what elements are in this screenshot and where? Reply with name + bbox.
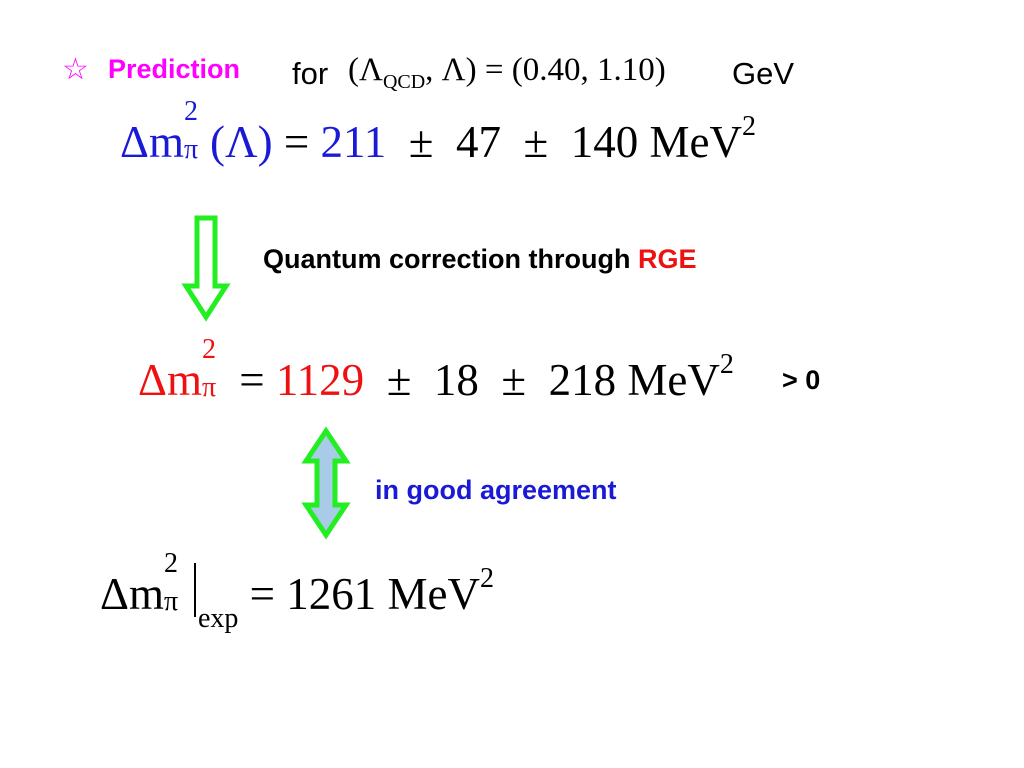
- for-label: for: [292, 56, 329, 91]
- error-1: 47: [456, 117, 501, 167]
- parameter-values: (0.40, 1.10): [511, 52, 666, 88]
- error-1: 18: [433, 355, 479, 405]
- parameter-tuple: (ΛQCD, Λ) = (0.40, 1.10): [348, 52, 666, 93]
- central-value: 211: [320, 117, 387, 167]
- lambda-arg: (Λ): [209, 117, 273, 167]
- prediction-label: Prediction: [108, 54, 241, 84]
- unit-superscript: 2: [480, 563, 495, 594]
- plus-minus-2: ±: [501, 355, 527, 405]
- subscript-pi: π: [183, 134, 199, 165]
- unit-superscript: 2: [741, 111, 756, 142]
- plus-minus-1: ±: [408, 117, 434, 167]
- central-value: 1129: [275, 355, 365, 405]
- superscript: 2: [163, 548, 178, 579]
- evaluation-bar: [193, 563, 196, 617]
- plus-minus-1: ±: [386, 355, 412, 405]
- mev-unit: MeV: [649, 117, 742, 167]
- experimental-value: 1261: [286, 569, 377, 619]
- superscript: 2: [201, 334, 216, 365]
- delta-m: Δm: [100, 569, 164, 619]
- superscript: 2: [183, 96, 198, 127]
- gev-unit: GeV: [732, 56, 795, 91]
- equals-sign: =: [249, 569, 276, 619]
- subscript-pi: π: [163, 586, 179, 617]
- delta-m: Δm: [120, 117, 184, 167]
- error-2: 218: [548, 355, 617, 405]
- subscript-pi: π: [201, 372, 217, 403]
- equals-sign: =: [283, 117, 310, 167]
- mev-unit: MeV: [627, 355, 720, 405]
- positivity-note: > 0: [782, 365, 821, 395]
- quantum-correction-note: Quantum correction through RGE: [263, 244, 697, 275]
- equals-sign: =: [239, 355, 265, 405]
- down-arrow-icon: [181, 215, 231, 322]
- unit-superscript: 2: [719, 349, 734, 380]
- exp-subscript: exp: [197, 603, 239, 634]
- rge-highlight: RGE: [638, 244, 697, 274]
- qcd-subscript: QCD: [382, 71, 426, 93]
- note-text: Quantum correction through: [263, 244, 638, 274]
- agreement-note: in good agreement: [375, 475, 617, 505]
- double-arrow-icon: [301, 426, 351, 540]
- lambda-qcd: Λ: [359, 52, 383, 88]
- lambda-symbol: Λ: [441, 52, 466, 88]
- star-icon: ☆: [62, 52, 89, 87]
- mev-unit: MeV: [387, 569, 481, 619]
- error-2: 140: [570, 117, 639, 167]
- plus-minus-2: ±: [523, 117, 549, 167]
- delta-m: Δm: [138, 355, 202, 405]
